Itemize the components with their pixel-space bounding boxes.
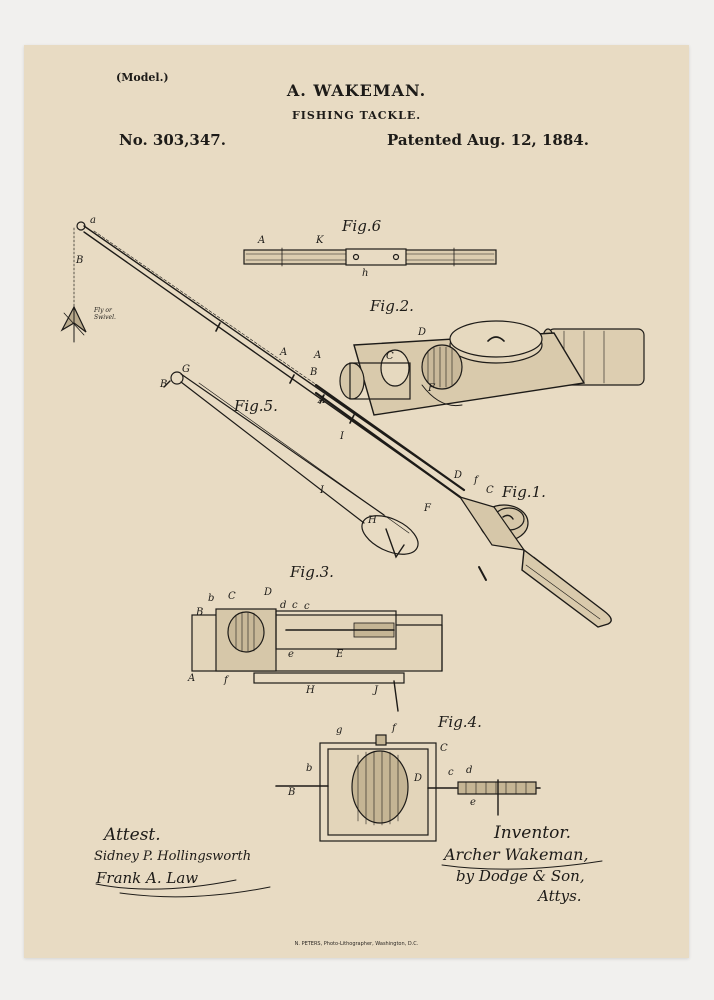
fig6-rod-joint bbox=[243, 247, 497, 267]
patent-date: Patented Aug. 12, 1884. bbox=[387, 131, 589, 149]
ref-letter: f bbox=[474, 475, 478, 486]
fig5-label: Fig.5. bbox=[234, 397, 278, 415]
fig3-section bbox=[191, 608, 443, 712]
ref-letter: I bbox=[340, 431, 344, 442]
ref-letter: A bbox=[314, 350, 322, 361]
ref-letter: D bbox=[454, 470, 463, 481]
ref-letter: A bbox=[280, 347, 288, 358]
ref-letter: B bbox=[310, 367, 318, 378]
fig1-label: Fig.1. bbox=[502, 483, 546, 501]
inventor-name: A. WAKEMAN. bbox=[286, 81, 427, 100]
ref-letter: D bbox=[414, 773, 423, 784]
fig4-label: Fig.4. bbox=[438, 713, 482, 731]
witness-signature-1: Sidney P. Hollingsworth bbox=[94, 849, 252, 864]
attest-label: Attest. bbox=[104, 825, 161, 845]
attorney-abbrev: Attys. bbox=[538, 887, 582, 905]
ref-letter: E bbox=[336, 649, 344, 660]
ref-letter: B bbox=[160, 379, 168, 390]
signature-flourishes bbox=[95, 860, 603, 898]
ref-letter: H bbox=[306, 685, 315, 696]
fig1-fishing-rod bbox=[60, 221, 612, 628]
patent-number: No. 303,347. bbox=[119, 131, 226, 149]
ref-letter: C bbox=[386, 351, 394, 362]
ref-letter: F bbox=[424, 503, 431, 514]
model-label: (Model.) bbox=[116, 71, 169, 84]
fly-note: Fly or Swivel. bbox=[94, 307, 116, 321]
ref-letter: J bbox=[374, 685, 379, 696]
witness-signature-2: Frank A. Law bbox=[96, 869, 199, 887]
ref-letter: C bbox=[486, 485, 494, 496]
ref-letter: a bbox=[90, 215, 96, 226]
fig5-line-guide bbox=[163, 371, 419, 559]
ref-letter: C bbox=[228, 591, 236, 602]
fig6-label: Fig.6 bbox=[342, 217, 382, 235]
ref-letter: B bbox=[76, 255, 84, 266]
ref-letter: d bbox=[466, 765, 473, 776]
ref-letter: D bbox=[264, 587, 273, 598]
patent-title: FISHING TACKLE. bbox=[291, 109, 422, 122]
ref-letter: D bbox=[418, 327, 427, 338]
ref-letter: e bbox=[288, 649, 294, 660]
inventor-label: Inventor. bbox=[494, 823, 572, 843]
ref-letter: c bbox=[292, 600, 298, 611]
ref-letter: C bbox=[440, 743, 448, 754]
ref-letter: c bbox=[304, 601, 310, 612]
ref-letter: h bbox=[362, 268, 369, 279]
ref-letter: A bbox=[188, 673, 196, 684]
ref-letter: B bbox=[196, 607, 204, 618]
ref-letter: b bbox=[208, 593, 215, 604]
fig3-label: Fig.3. bbox=[290, 563, 334, 581]
patent-sheet: (Model.) A. WAKEMAN. FISHING TACKLE. No.… bbox=[24, 45, 689, 958]
ref-letter: e bbox=[470, 797, 476, 808]
ref-letter: c bbox=[448, 767, 454, 778]
patent-drawing bbox=[60, 221, 645, 898]
ref-letter: F bbox=[428, 383, 435, 394]
ref-letter: A bbox=[258, 235, 266, 246]
fig2-label: Fig.2. bbox=[370, 297, 414, 315]
ref-letter: G bbox=[182, 364, 190, 375]
attorney-line: by Dodge & Son, bbox=[456, 867, 585, 885]
lithographer-credit: N. PETERS, Photo-Lithographer, Washingto… bbox=[294, 941, 419, 947]
ref-letter: g bbox=[336, 725, 343, 736]
ref-letter: A bbox=[318, 395, 326, 406]
ref-letter: f bbox=[224, 675, 228, 686]
inventor-signature: Archer Wakeman, bbox=[444, 845, 589, 864]
ref-letter: H bbox=[368, 515, 377, 526]
ref-letter: d bbox=[280, 600, 287, 611]
fig4-spool bbox=[275, 734, 541, 842]
fig2-reel-detail bbox=[339, 320, 645, 416]
ref-letter: I bbox=[320, 485, 324, 496]
ref-letter: K bbox=[316, 235, 324, 246]
ref-letter: b bbox=[306, 763, 313, 774]
ref-letter: f bbox=[392, 723, 396, 734]
ref-letter: B bbox=[288, 787, 296, 798]
